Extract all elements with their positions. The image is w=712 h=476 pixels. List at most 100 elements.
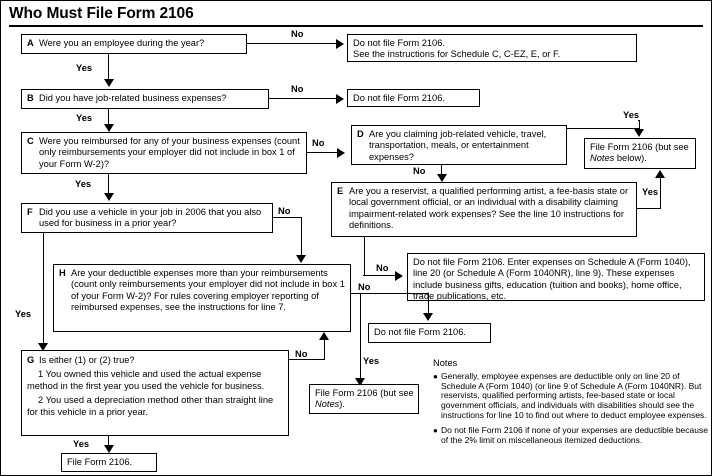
terminal-h-no[interactable]: Do not file Form 2106.	[368, 323, 491, 343]
terminal-a-no-line1: Do not file Form 2106.	[353, 38, 445, 48]
edge-f-yes-vertical	[42, 233, 44, 347]
box-g-item-1: 1 You owned this vehicle and used the ac…	[27, 369, 265, 391]
edge-d-yes-vertical	[638, 120, 640, 132]
question-box-g[interactable]: G Is either (1) or (2) true? 1 You owned…	[21, 350, 289, 436]
box-d-letter: D	[357, 129, 364, 139]
edge-g-no-arrowhead	[319, 332, 329, 340]
note-text: Do not file Form 2106 if none of your ex…	[441, 424, 708, 445]
bullet-icon: ●	[433, 371, 438, 381]
question-box-b[interactable]: B Did you have job-related business expe…	[21, 89, 269, 109]
terminal-b-no[interactable]: Do not file Form 2106.	[347, 89, 480, 107]
question-box-h[interactable]: H Are your deductible expenses more than…	[53, 264, 351, 332]
box-g-text: Is either (1) or (2) true?	[39, 355, 135, 365]
box-a-letter: A	[27, 38, 34, 48]
note-text: Generally, employee expenses are deducti…	[441, 370, 707, 420]
terminal-h-yes-post: ).	[339, 399, 345, 410]
edge-label-b-no: No	[291, 84, 304, 94]
edge-b-yes-arrowhead	[103, 124, 114, 132]
edge-g-no-horizontal	[289, 359, 325, 361]
edge-label-e-no: No	[376, 263, 389, 273]
box-e-letter: E	[337, 186, 344, 196]
terminal-g-yes-file-2106[interactable]: File Form 2106.	[61, 453, 157, 472]
question-box-a[interactable]: A Were you an employee during the year?	[21, 34, 247, 54]
edge-b-yes-vertical	[108, 109, 110, 129]
edge-a-no-arrowhead	[336, 38, 344, 49]
box-c-letter: C	[27, 136, 34, 146]
question-box-f[interactable]: F Did you use a vehicle in your job in 2…	[21, 203, 273, 233]
edge-h-no-vertical	[427, 293, 429, 315]
edge-e-yes-arrowhead	[655, 170, 665, 178]
edge-b-no-arrowhead	[336, 93, 344, 104]
edge-label-f-yes: Yes	[15, 309, 32, 319]
terminal-e-no-schedule-a[interactable]: Do not file Form 2106. Enter expenses on…	[407, 253, 705, 301]
edge-d-no-vertical	[441, 165, 443, 177]
box-h-text: Are your deductible expenses more than y…	[71, 268, 345, 313]
box-h-letter: H	[59, 268, 66, 278]
edge-g-no-vertical	[323, 339, 325, 360]
edge-label-a-no: No	[291, 29, 304, 39]
edge-e-no-arrowhead	[395, 270, 403, 281]
terminal-a-no-line2: See the instructions for Schedule C, C-E…	[353, 49, 561, 60]
title-bar: Who Must File Form 2106	[9, 5, 705, 27]
edge-c-no-horizontal	[307, 152, 337, 154]
box-d-text: Are you claiming job-related vehicle, tr…	[369, 129, 547, 162]
notes-heading: Notes	[433, 358, 458, 368]
question-box-c[interactable]: C Were you reimbursed for any of your bu…	[21, 132, 307, 174]
title-divider	[9, 25, 703, 27]
edge-e-no-horizontal	[363, 275, 396, 277]
edge-f-no-arrowhead	[296, 255, 306, 263]
edge-g-yes-vertical	[108, 436, 110, 450]
edge-label-c-yes: Yes	[75, 179, 92, 189]
edge-label-e-yes: Yes	[642, 187, 659, 197]
edge-c-yes-vertical	[108, 174, 110, 196]
edge-d-yes-horizontal	[567, 128, 640, 130]
edge-e-yes-vertical	[659, 177, 661, 209]
edge-f-no-horizontal	[273, 217, 302, 219]
edge-e-no-vertical	[363, 237, 365, 276]
question-box-e[interactable]: E Are you a reservist, a qualified perfo…	[331, 182, 637, 237]
bullet-icon: ●	[433, 425, 438, 435]
terminal-file-2106-notes-below[interactable]: File Form 2106 (but see Notes below).	[584, 138, 696, 169]
terminal-h-yes-file-2106[interactable]: File Form 2106 (but see Notes).	[309, 384, 419, 414]
box-e-text: Are you a reservist, a qualified perform…	[349, 186, 629, 231]
note-item: ● Generally, employee expenses are deduc…	[433, 370, 709, 421]
edge-d-no-arrowhead	[436, 174, 447, 182]
edge-label-h-no: No	[358, 282, 371, 292]
edge-label-g-yes: Yes	[73, 439, 90, 449]
edge-h-yes-arrowhead	[355, 378, 365, 386]
edge-label-c-no: No	[312, 138, 325, 148]
notes-block: Notes ● Generally, employee expenses are…	[433, 358, 709, 450]
terminal-e-no-text: Do not file Form 2106. Enter expenses on…	[413, 257, 691, 301]
terminal-d-yes-italic: Notes	[590, 153, 615, 164]
edge-label-g-no: No	[295, 349, 308, 359]
terminal-d-yes-pre: File Form 2106 (but see	[590, 142, 689, 152]
edge-h-yes-vertical	[359, 293, 361, 383]
edge-b-no-horizontal	[269, 98, 337, 100]
edge-h-no-horizontal	[351, 293, 429, 295]
terminal-h-yes-italic: Notes	[315, 399, 340, 410]
box-a-text: Were you an employee during the year?	[39, 38, 205, 48]
terminal-h-yes-pre: File Form 2106 (but see	[315, 388, 414, 398]
edge-f-yes-arrowhead	[38, 343, 48, 351]
terminal-a-no[interactable]: Do not file Form 2106. See the instructi…	[347, 34, 637, 62]
box-b-text: Did you have job-related business expens…	[39, 93, 227, 103]
question-box-d[interactable]: D Are you claiming job-related vehicle, …	[351, 125, 567, 165]
terminal-g-yes-line1: File Form 2106.	[67, 457, 133, 467]
box-f-text: Did you use a vehicle in your job in 200…	[39, 207, 262, 229]
edge-d-yes-arrowhead	[634, 129, 644, 137]
terminal-h-no-line1: Do not file Form 2106.	[374, 327, 466, 337]
edge-label-a-yes: Yes	[76, 63, 93, 73]
edge-c-no-arrowhead	[337, 147, 345, 158]
box-g-letter: G	[27, 355, 35, 365]
terminal-b-no-line1: Do not file Form 2106.	[353, 93, 445, 103]
box-b-letter: B	[27, 93, 34, 103]
edge-a-yes-vertical	[108, 54, 110, 82]
edge-label-d-yes: Yes	[623, 110, 640, 120]
box-c-text: Were you reimbursed for any of your busi…	[39, 136, 300, 169]
edge-a-yes-arrowhead	[103, 79, 114, 87]
edge-label-b-yes: Yes	[76, 113, 93, 123]
edge-g-yes-arrowhead	[103, 445, 114, 453]
edge-a-no-horizontal	[247, 43, 337, 45]
page-title: Who Must File Form 2106	[9, 5, 194, 22]
